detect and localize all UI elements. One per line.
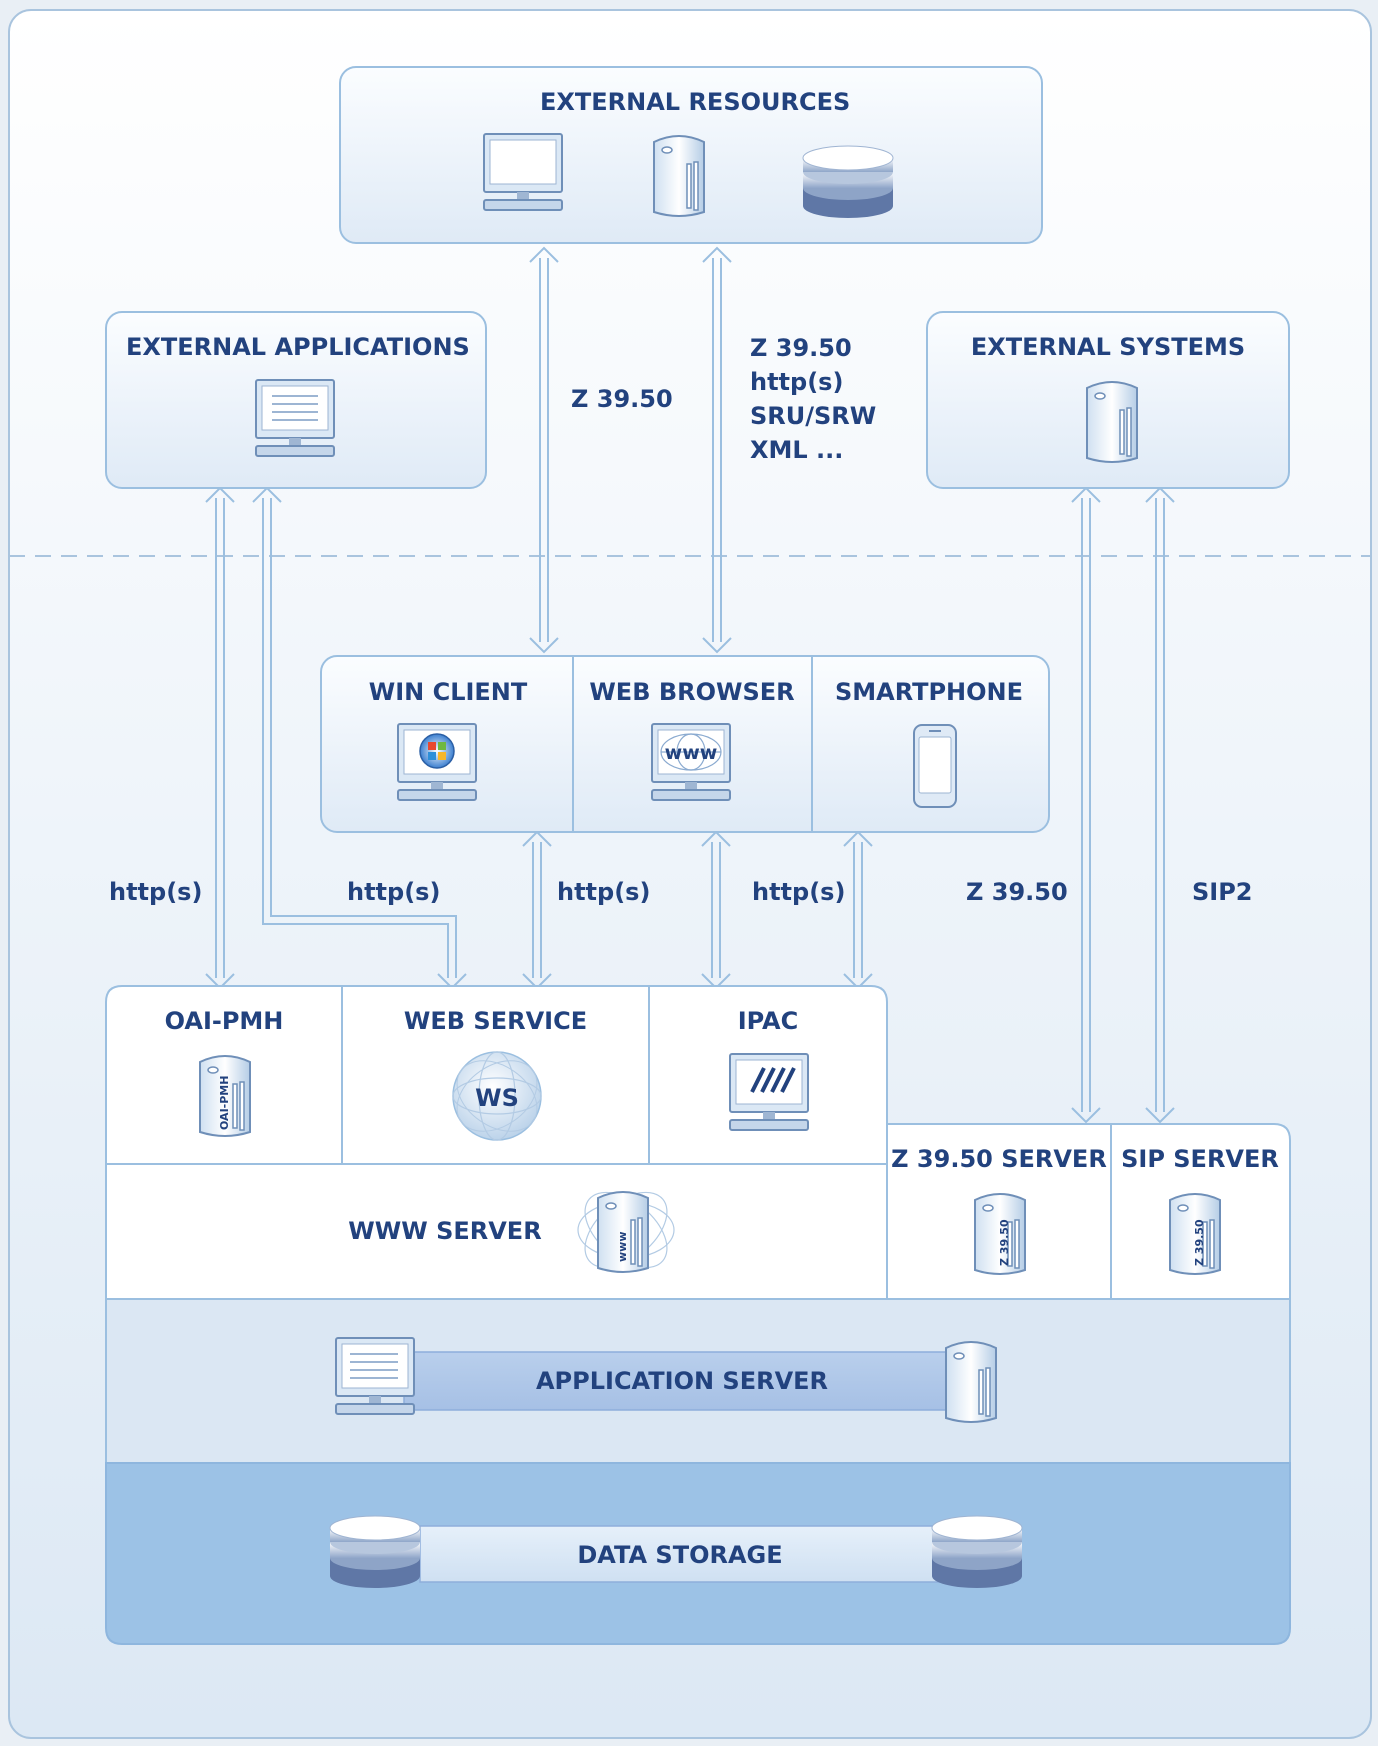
oai-pmh-icon-text: OAI-PMH bbox=[218, 1076, 231, 1130]
web-service-title: WEB SERVICE bbox=[403, 1007, 588, 1035]
www-icon-text: www bbox=[665, 742, 718, 764]
protocol-label-http: http(s) bbox=[557, 878, 651, 906]
smartphone-icon bbox=[913, 724, 957, 808]
protocol-list-item: XML ... bbox=[750, 436, 844, 464]
www-server-icon: www bbox=[577, 1191, 675, 1273]
web-browser-title: WEB BROWSER bbox=[589, 678, 795, 706]
data-storage-bar bbox=[419, 1525, 941, 1583]
protocol-list-item: SRU/SRW bbox=[750, 402, 877, 430]
web-service-globe-icon: WS bbox=[452, 1051, 542, 1141]
left-database-icon bbox=[329, 1515, 421, 1589]
application-monitor-icon bbox=[255, 379, 335, 457]
sip-icon-text: Z 39.50 bbox=[1193, 1219, 1206, 1266]
www-globe-icon: www bbox=[651, 723, 731, 801]
protocol-list-item: Z 39.50 bbox=[750, 334, 852, 362]
protocol-label-http: http(s) bbox=[109, 878, 203, 906]
z3950-server-icon: Z 39.50 bbox=[974, 1193, 1026, 1275]
application-server-bar bbox=[403, 1351, 961, 1411]
protocol-label-http: http(s) bbox=[347, 878, 441, 906]
protocol-label-z3950: Z 39.50 bbox=[966, 878, 1068, 906]
www-server-title: WWW SERVER bbox=[348, 1217, 542, 1245]
application-server-monitor-icon bbox=[335, 1337, 415, 1415]
protocol-label-z3950: Z 39.50 bbox=[571, 385, 673, 413]
www-server-icon-text: www bbox=[616, 1232, 629, 1263]
data-storage-title: DATA STORAGE bbox=[577, 1541, 783, 1569]
external-resources-title: EXTERNAL RESOURCES bbox=[540, 88, 851, 116]
z3950-server-title: Z 39.50 SERVER bbox=[891, 1145, 1107, 1173]
protocol-label-http: http(s) bbox=[752, 878, 846, 906]
server-tower-icon bbox=[1086, 381, 1138, 463]
ipac-monitor-icon bbox=[729, 1053, 809, 1131]
windows-logo-icon bbox=[397, 723, 477, 801]
ws-icon-text: WS bbox=[475, 1084, 519, 1112]
oai-pmh-server-icon: OAI-PMH bbox=[199, 1055, 251, 1137]
application-server-title: APPLICATION SERVER bbox=[535, 1367, 829, 1395]
database-icon bbox=[802, 145, 894, 219]
smartphone-title: SMARTPHONE bbox=[834, 678, 1024, 706]
oai-pmh-title: OAI-PMH bbox=[164, 1007, 284, 1035]
sip-server-icon: Z 39.50 bbox=[1169, 1193, 1221, 1275]
protocol-list-item: http(s) bbox=[750, 368, 844, 396]
external-applications-title: EXTERNAL APPLICATIONS bbox=[126, 333, 470, 361]
connection-arrows bbox=[205, 246, 1175, 1124]
sip-server-title: SIP SERVER bbox=[1121, 1145, 1279, 1173]
z3950-icon-text: Z 39.50 bbox=[998, 1219, 1011, 1266]
win-client-title: WIN CLIENT bbox=[368, 678, 528, 706]
protocol-label-sip2: SIP2 bbox=[1192, 878, 1253, 906]
external-systems-title: EXTERNAL SYSTEMS bbox=[970, 333, 1246, 361]
right-database-icon bbox=[931, 1515, 1023, 1589]
server-tower-icon bbox=[653, 135, 705, 217]
ipac-title: IPAC bbox=[737, 1007, 799, 1035]
